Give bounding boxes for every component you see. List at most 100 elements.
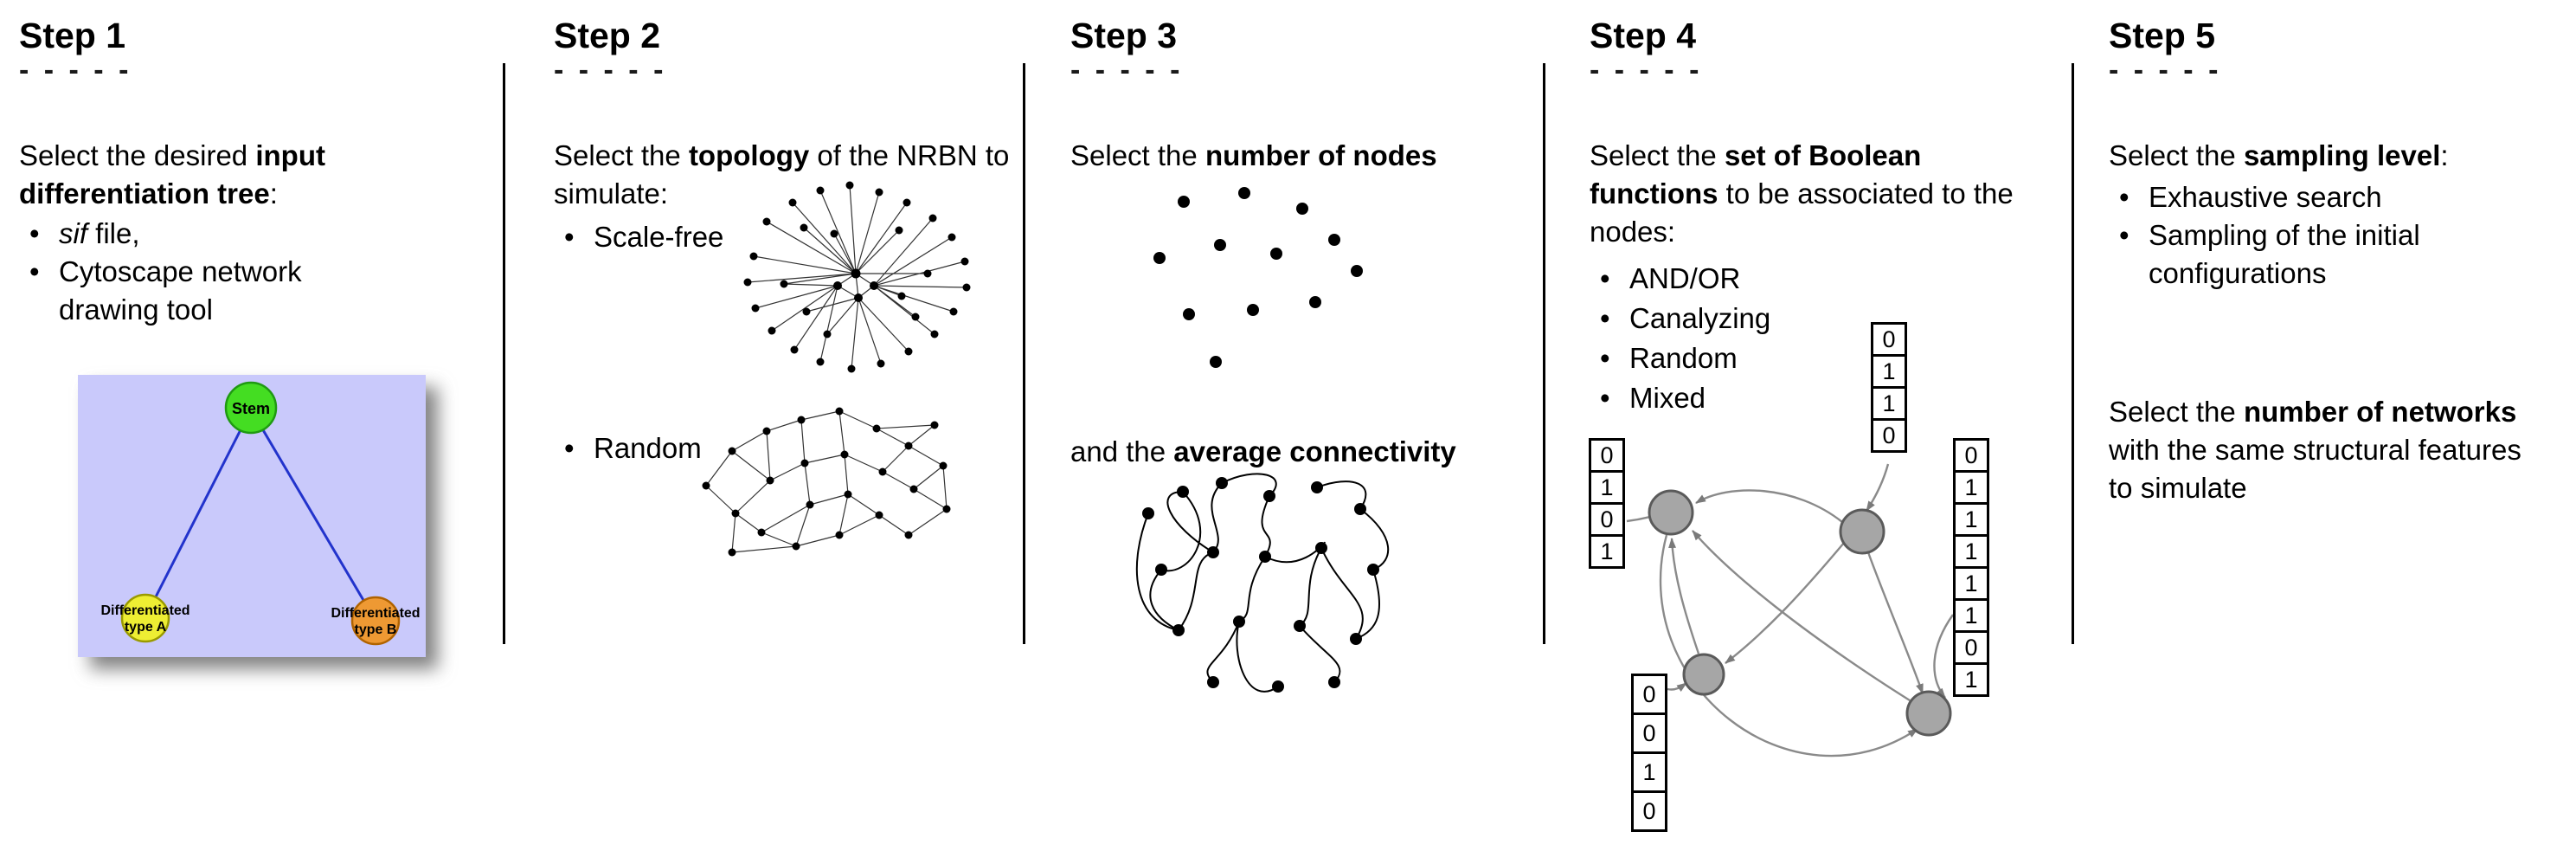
description-text: Select the xyxy=(2109,139,2244,171)
description-text: Select the xyxy=(2109,396,2244,428)
type-b-node-label: Differentiated xyxy=(331,606,420,621)
bullet-item: • sif file, xyxy=(19,215,140,253)
description-text: Select the xyxy=(554,139,689,171)
description-text: Select the xyxy=(1590,139,1725,171)
truth-table-cell: 0 xyxy=(1953,438,1989,473)
description-text: of the NRBN to simulate: xyxy=(554,139,1010,210)
network-edges xyxy=(1135,473,1390,693)
step-description: and the average connectivity xyxy=(1070,433,1553,471)
truth-table-cell: 0 xyxy=(1871,418,1907,453)
step-dashes: - - - - - xyxy=(1590,54,1703,87)
truth-table-cell: 1 xyxy=(1953,598,1989,633)
stem-node xyxy=(224,381,278,435)
network-nodes xyxy=(1648,489,1952,737)
step-description: Select the number of networks with the s… xyxy=(2109,393,2546,507)
truth-table-cell: 0 xyxy=(1631,674,1667,715)
network-edge xyxy=(1659,534,1918,758)
network-edge xyxy=(1692,530,1911,702)
column-separator xyxy=(1543,63,1545,644)
step-dashes: - - - - - xyxy=(19,54,132,87)
tree-edge xyxy=(249,409,377,622)
connectivity-network-figure xyxy=(1135,473,1390,693)
bullet-label: Mixed xyxy=(1629,382,1706,414)
step-dashes: - - - - - xyxy=(554,54,667,87)
bullet-label: Random xyxy=(594,432,702,464)
bullet-item: • Exhaustive search xyxy=(2109,178,2382,216)
network-edge xyxy=(1866,551,1924,694)
description-bold: average connectivity xyxy=(1173,435,1456,467)
bullet-label-text: file, xyxy=(87,217,140,249)
bullet-marker: • xyxy=(1600,262,1610,294)
network-nodes xyxy=(1142,477,1379,693)
network-edge xyxy=(1933,614,1954,699)
column-separator xyxy=(2072,63,2074,644)
description-text: with the same structural features to sim… xyxy=(2109,434,2521,504)
bullet-item: • Scale-free xyxy=(554,218,723,256)
truth-table-top: 0 1 1 0 xyxy=(1871,322,1907,453)
bullet-marker: • xyxy=(29,255,40,287)
truth-table-cell: 1 xyxy=(1871,354,1907,389)
column-separator xyxy=(1023,63,1025,644)
network-nodes xyxy=(702,407,951,557)
step-title: Step 1 xyxy=(19,16,126,55)
type-a-node xyxy=(120,593,170,643)
bullet-label: Random xyxy=(1629,342,1738,374)
description-bold: number of nodes xyxy=(1204,139,1437,171)
bullet-marker: • xyxy=(2119,181,2130,213)
network-edge xyxy=(1725,542,1845,664)
boolean-network-figure xyxy=(1626,463,1954,758)
network-edge xyxy=(1866,463,1890,512)
network-node xyxy=(1682,653,1725,696)
step-description: Select the sampling level: xyxy=(2109,137,2570,175)
bullet-marker: • xyxy=(1600,302,1610,334)
network-node xyxy=(1839,508,1885,555)
differentiation-tree-figure: Stem Differentiated type A Differentiate… xyxy=(78,375,426,657)
bullet-item: • Canalyzing xyxy=(1590,300,1770,338)
tree-edge xyxy=(144,409,253,618)
stem-node-label: Stem xyxy=(232,400,270,417)
step-description: Select the topology of the NRBN to simul… xyxy=(554,137,1011,213)
description-text: Select the desired xyxy=(19,139,256,171)
truth-table-cell: 1 xyxy=(1589,534,1625,569)
network-edges xyxy=(1626,463,1954,758)
truth-table-cell: 0 xyxy=(1631,790,1667,832)
bullet-item: • Mixed xyxy=(1590,379,1706,417)
truth-table-cell: 1 xyxy=(1953,662,1989,697)
truth-table-cell: 0 xyxy=(1953,630,1989,665)
description-bold: set of Boolean functions xyxy=(1590,139,1922,210)
network-node xyxy=(1648,489,1694,536)
description-text: and the xyxy=(1070,435,1174,467)
step-title: Step 4 xyxy=(1590,16,1697,55)
truth-table-bottom: 0 0 1 0 xyxy=(1631,674,1667,832)
truth-table-cell: 1 xyxy=(1953,566,1989,601)
scatter-dots xyxy=(1153,187,1363,368)
description-bold: topology xyxy=(688,139,810,171)
type-b-node xyxy=(350,596,401,646)
description-text: Select the xyxy=(1070,139,1205,171)
step-description: Select the desired input differentiation… xyxy=(19,137,493,213)
bullet-item: • Cytoscape network drawing tool xyxy=(19,253,327,329)
truth-table-cell: 0 xyxy=(1871,322,1907,357)
network-nodes xyxy=(743,181,971,373)
type-b-node-label: type B xyxy=(355,622,397,637)
type-a-node-label: Differentiated xyxy=(100,603,190,618)
step-title: Step 5 xyxy=(2109,16,2216,55)
bullet-label: sif file, xyxy=(59,215,140,253)
truth-table-left: 0 1 0 1 xyxy=(1589,438,1625,569)
truth-table-cell: 1 xyxy=(1953,470,1989,505)
bullet-label: AND/OR xyxy=(1629,262,1741,294)
truth-table-right: 0 1 1 1 1 1 0 1 xyxy=(1953,438,1989,697)
bullet-item: • AND/OR xyxy=(1590,260,1740,298)
nodes-scatter-figure xyxy=(1153,187,1363,368)
truth-table-cell: 0 xyxy=(1589,502,1625,537)
column-separator xyxy=(503,63,505,644)
type-a-node-label: type A xyxy=(125,620,167,635)
bullet-label: Scale-free xyxy=(594,221,724,253)
truth-table-cell: 0 xyxy=(1589,438,1625,473)
truth-table-cell: 1 xyxy=(1589,470,1625,505)
step-description: Select the number of nodes xyxy=(1070,137,1553,175)
network-node xyxy=(1905,690,1952,737)
step-title: Step 2 xyxy=(554,16,661,55)
network-edge xyxy=(1695,489,1843,523)
truth-table-cell: 0 xyxy=(1631,712,1667,754)
